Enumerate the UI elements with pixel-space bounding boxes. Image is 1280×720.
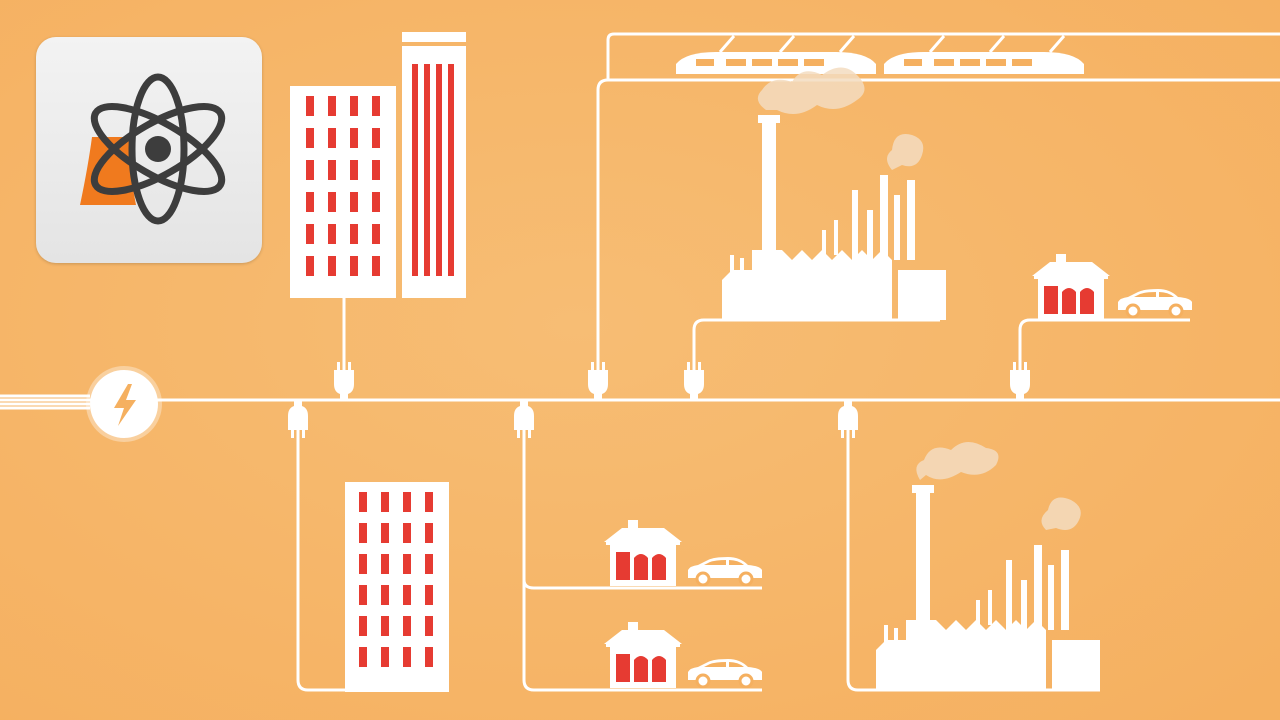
building-window: [350, 224, 358, 244]
train: [676, 35, 1084, 74]
building-window: [359, 492, 367, 512]
building-window: [403, 554, 411, 574]
building-window: [306, 256, 314, 276]
building-window: [425, 554, 433, 574]
building-window: [403, 492, 411, 512]
building-window: [359, 647, 367, 667]
building-window: [403, 523, 411, 543]
factory: [876, 441, 1100, 690]
building-window: [381, 647, 389, 667]
building-window: [372, 160, 380, 180]
building-window: [306, 192, 314, 212]
office-tower: [290, 86, 396, 298]
building-window: [372, 96, 380, 116]
upper-wires: [342, 32, 1280, 372]
building-window: [306, 224, 314, 244]
building-window: [372, 128, 380, 148]
building-window: [381, 616, 389, 636]
building-window: [350, 160, 358, 180]
apartment-building: [345, 482, 449, 692]
building-window: [425, 523, 433, 543]
building-window: [306, 96, 314, 116]
building-window: [425, 492, 433, 512]
building-window: [381, 585, 389, 605]
building-window: [350, 256, 358, 276]
building-window: [372, 192, 380, 212]
building-window: [328, 192, 336, 212]
building-window: [350, 192, 358, 212]
building-window: [328, 256, 336, 276]
building-window: [328, 160, 336, 180]
building-window: [328, 96, 336, 116]
building-window: [350, 96, 358, 116]
building-window: [328, 224, 336, 244]
building-window: [403, 616, 411, 636]
skyscraper: [402, 32, 466, 298]
building-window: [359, 523, 367, 543]
building-window: [359, 616, 367, 636]
building-window: [425, 585, 433, 605]
building-window: [381, 523, 389, 543]
building-window: [372, 256, 380, 276]
lower-wires: [296, 430, 1100, 692]
building-window: [350, 128, 358, 148]
building-window: [306, 128, 314, 148]
building-window: [381, 554, 389, 574]
building-window: [359, 554, 367, 574]
building-window: [381, 492, 389, 512]
building-window: [359, 585, 367, 605]
building-window: [328, 128, 336, 148]
building-window: [403, 585, 411, 605]
building-window: [425, 616, 433, 636]
building-window: [306, 160, 314, 180]
building-window: [425, 647, 433, 667]
factory: [722, 67, 946, 320]
building-window: [372, 224, 380, 244]
logo-card: [36, 37, 262, 263]
nuclear-power-atom-icon: [80, 73, 226, 225]
main-power-line: [0, 394, 1280, 410]
building-window: [403, 647, 411, 667]
lightning-bolt-icon: [86, 366, 162, 442]
